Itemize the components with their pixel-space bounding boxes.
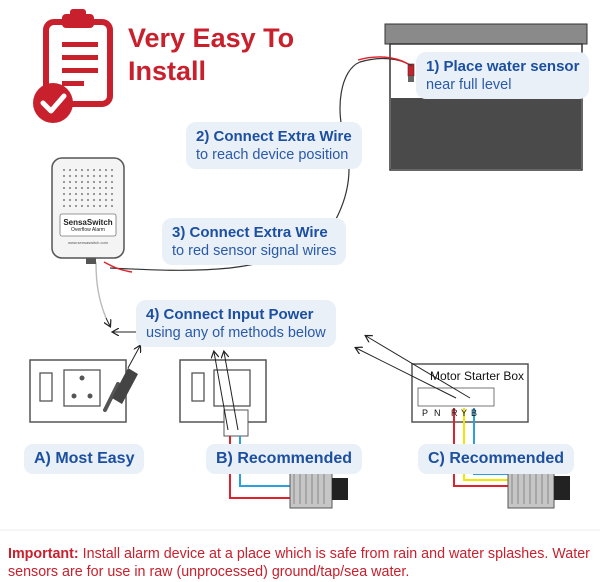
terminal-b: B	[471, 408, 478, 418]
step-4-callout: 4) Connect Input Power using any of meth…	[136, 300, 336, 347]
title-line-2: Install	[128, 56, 207, 86]
device-brand: SensaSwitch	[63, 218, 113, 227]
device-subtitle: Overflow Alarm	[71, 227, 105, 233]
device-url: www.sensaswitch.com	[67, 240, 108, 245]
option-c-label: C) Recommended	[418, 444, 575, 474]
terminal-y: Y	[461, 408, 468, 418]
step-1-heading: 1) Place water sensor	[426, 58, 580, 75]
step-4-detail: using any of methods below	[146, 325, 326, 341]
important-note: Important: Install alarm device at a pla…	[8, 545, 594, 581]
page-title: Very Easy To Install	[128, 22, 294, 88]
socket-with-plug	[29, 346, 140, 423]
motor-starter-box	[356, 336, 529, 487]
step-1-callout: 1) Place water sensor near full level	[416, 52, 590, 99]
title-line-1: Very Easy To	[128, 23, 295, 53]
step-4-heading: 4) Connect Input Power	[146, 306, 314, 323]
sensor-wire	[95, 56, 413, 326]
terminal-r: R	[451, 408, 458, 418]
step-3-heading: 3) Connect Extra Wire	[172, 224, 328, 241]
important-text: Install alarm device at a place which is…	[8, 546, 590, 580]
water-pump-b	[289, 469, 348, 509]
clipboard-check-icon	[33, 9, 113, 123]
motor-starter-label: Motor Starter Box	[430, 369, 525, 383]
step-1-detail: near full level	[426, 77, 512, 93]
step-2-heading: 2) Connect Extra Wire	[196, 128, 352, 145]
terminal-n: N	[434, 408, 441, 418]
option-b-label: B) Recommended	[206, 444, 363, 474]
option-a-label: A) Most Easy	[24, 444, 145, 474]
step-3-callout: 3) Connect Extra Wire to red sensor sign…	[162, 218, 347, 265]
important-label: Important:	[8, 546, 79, 562]
switch-board	[179, 352, 290, 499]
step-3-detail: to red sensor signal wires	[172, 243, 337, 259]
alarm-device	[51, 157, 125, 264]
step-2-detail: to reach device position	[196, 147, 349, 163]
device-label: SensaSwitch Overflow Alarm	[62, 218, 114, 233]
step-2-callout: 2) Connect Extra Wire to reach device po…	[186, 122, 362, 169]
terminal-p: P	[422, 408, 429, 418]
